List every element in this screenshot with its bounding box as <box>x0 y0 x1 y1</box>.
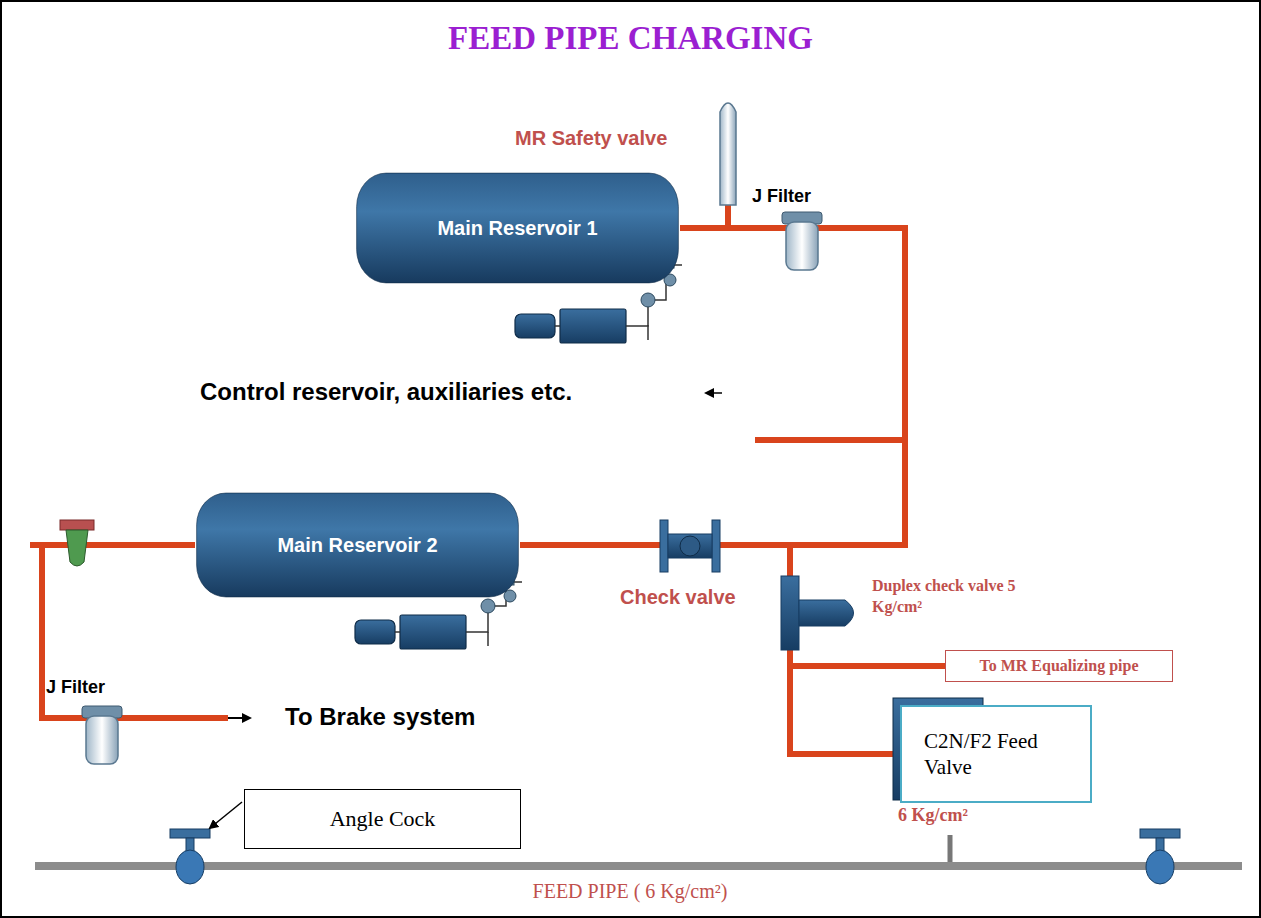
callout-box: Angle Cock <box>244 789 521 849</box>
destination-label: Control reservoir, auxiliaries etc. <box>200 378 572 406</box>
pressure-label: 6 Kg/cm² <box>898 805 968 826</box>
feed-valve-box: C2N/F2 Feed Valve <box>900 705 1092 803</box>
diagram-title: FEED PIPE CHARGING <box>0 20 1261 57</box>
air-pipe <box>680 228 905 754</box>
tank-label: Main Reservoir 2 <box>277 533 437 558</box>
part-label: J Filter <box>752 186 811 207</box>
box-text: To MR Equalizing pipe <box>979 656 1138 676</box>
part-label: Check valve <box>620 586 736 609</box>
part-label: MR Safety valve <box>515 127 667 150</box>
reservoir-tank: Main Reservoir 2 <box>195 492 520 598</box>
pipe-label: FEED PIPE ( 6 Kg/cm²) <box>430 880 830 903</box>
tank-label: Main Reservoir 1 <box>437 216 597 241</box>
destination-label: To Brake system <box>285 703 475 731</box>
box-text: C2N/F2 Feed Valve <box>924 728 1044 781</box>
reservoir-tank: Main Reservoir 1 <box>355 172 680 284</box>
part-label: J Filter <box>46 677 105 698</box>
box-text: Angle Cock <box>330 805 436 833</box>
pipe-label-box: To MR Equalizing pipe <box>945 650 1173 682</box>
part-label: Duplex check valve 5 Kg/cm² <box>872 576 1032 618</box>
